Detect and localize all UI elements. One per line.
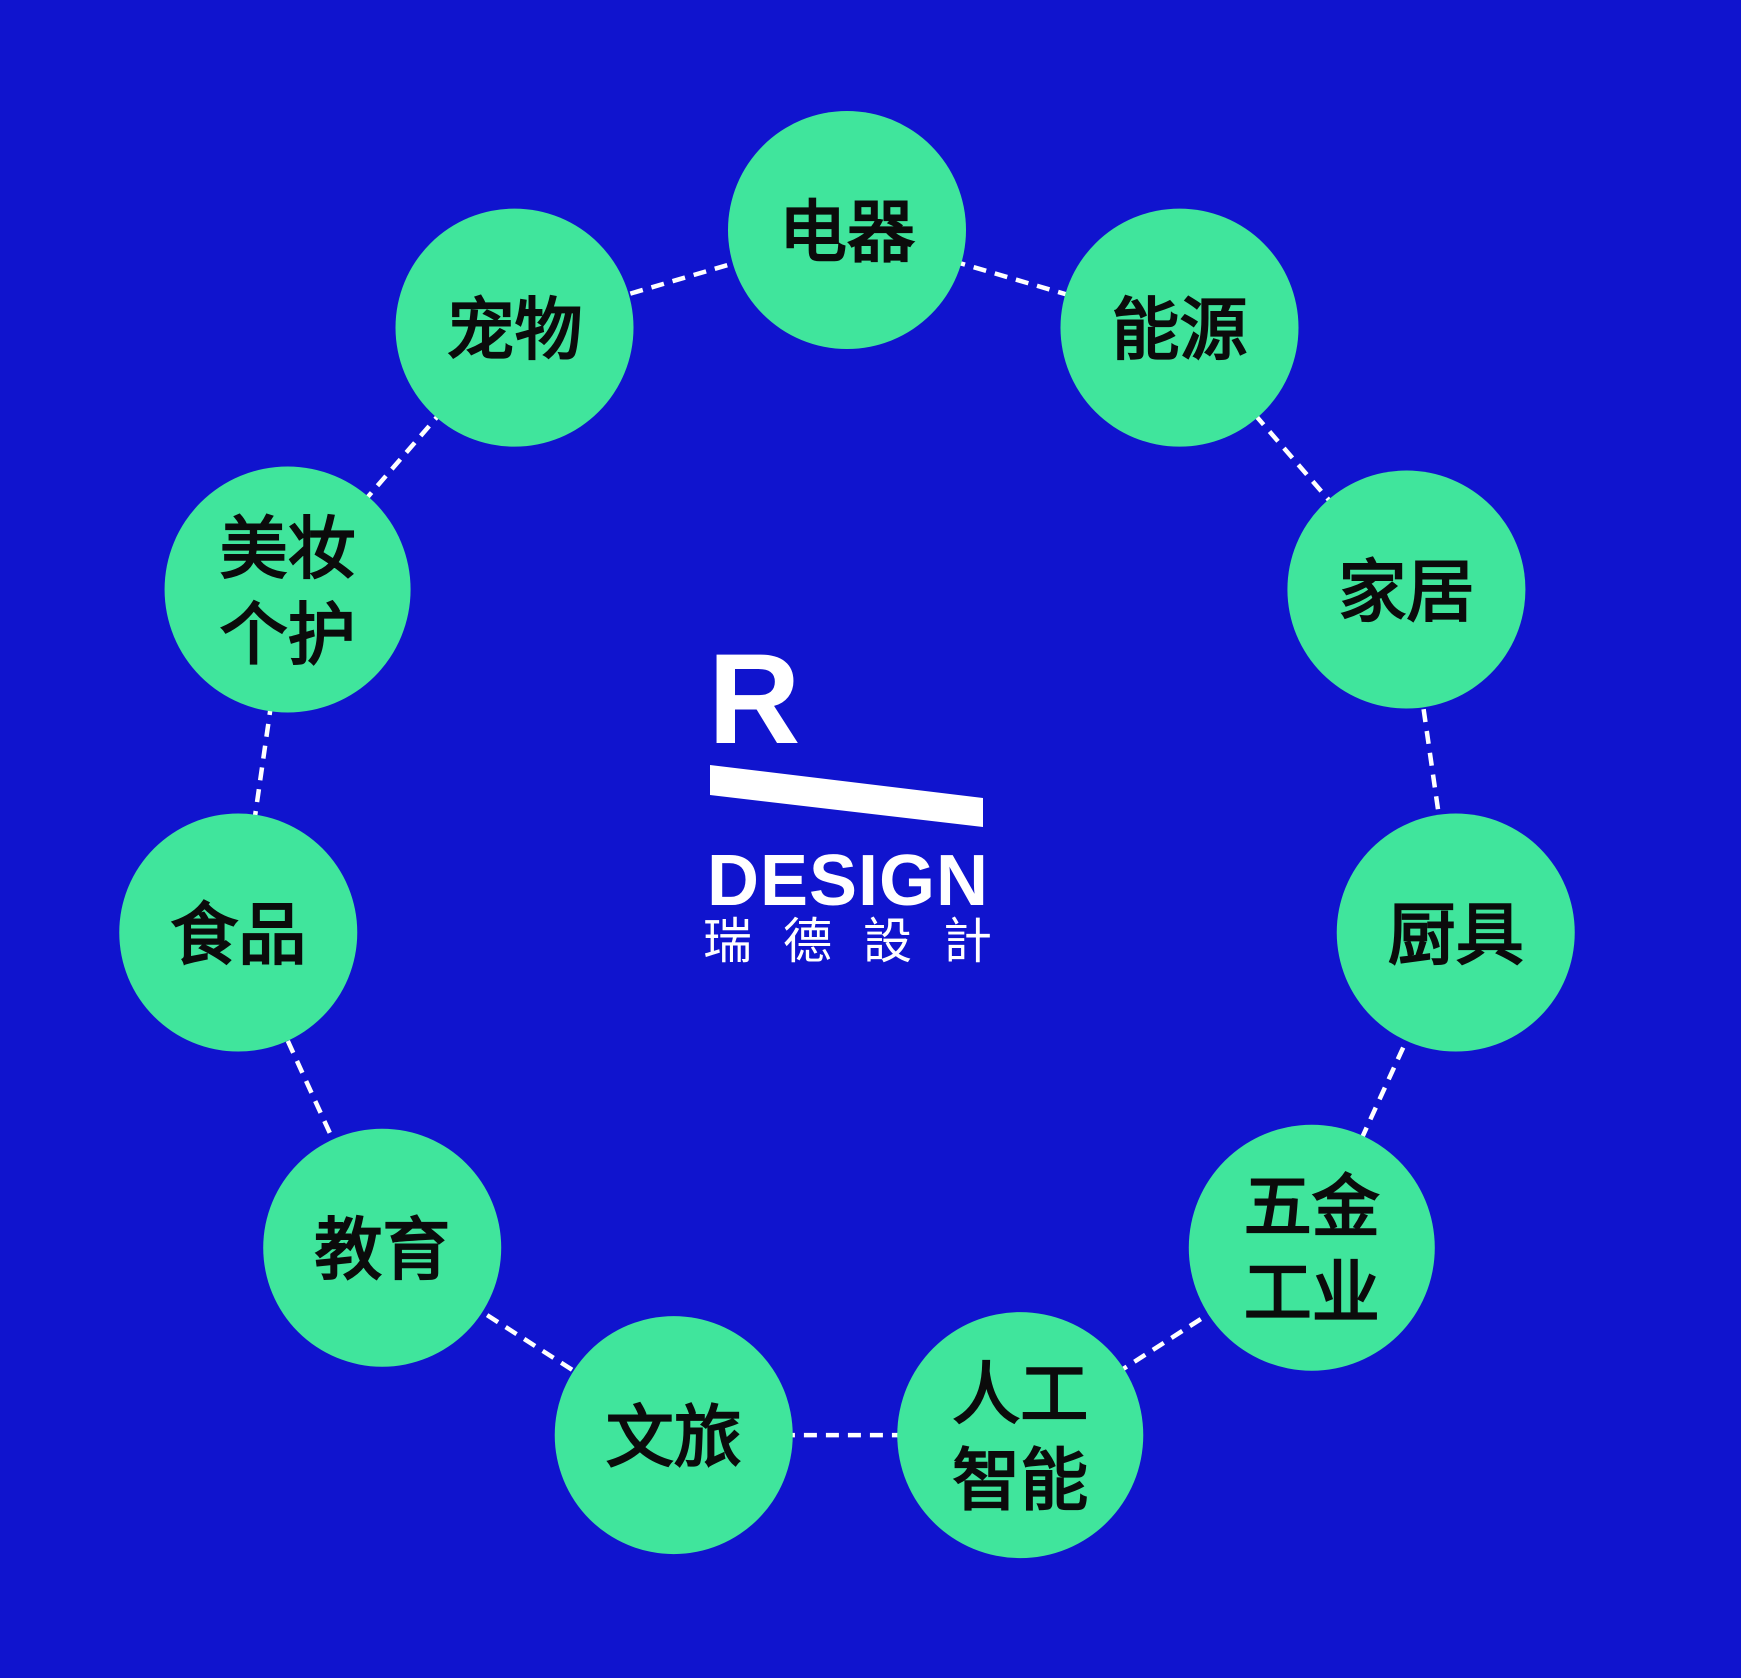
industry-node-circle [1060,208,1299,447]
industry-node-circle [554,1316,793,1555]
industry-node-label: 美妆个护 [220,512,356,674]
industry-node: 宠物 [395,208,634,447]
industry-node: 美妆个护 [164,466,411,713]
industry-node-circle [164,466,411,713]
industry-node-label: 家居 [1338,555,1474,631]
industry-node-label: 教育 [314,1213,450,1289]
industry-node-circle [728,111,966,349]
logo-wordmark: DESIGN [707,841,989,921]
logo-slash [710,765,983,827]
industry-node: 厨具 [1336,813,1575,1052]
industry-node-circle [1287,470,1526,709]
industry-node: 五金工业 [1188,1124,1435,1371]
logo-chinese-name: 瑞德設計 [703,915,1023,969]
industry-node: 人工智能 [897,1312,1144,1559]
industry-node: 文旅 [554,1316,793,1555]
industry-node-circle [119,813,358,1052]
industry-node-label: 人工智能 [952,1357,1088,1519]
industry-node: 家居 [1287,470,1526,709]
industry-node-circle [1188,1124,1435,1371]
industry-node: 食品 [119,813,358,1052]
industry-node-label: 电器 [779,195,916,271]
industry-node: 能源 [1060,208,1299,447]
industry-node-circle [897,1312,1144,1559]
industry-node-circle [263,1128,502,1367]
industry-node-label: 能源 [1111,293,1247,369]
industry-node-label: 厨具 [1388,898,1524,974]
industry-node-circle [1336,813,1575,1052]
industry-node-label: 宠物 [446,293,582,369]
industry-node-label: 文旅 [606,1400,742,1476]
industry-node-label: 食品 [170,898,306,974]
industry-node: 电器 [728,111,966,349]
industry-node-circle [395,208,634,447]
logo-letter: R [708,628,800,771]
industry-node-label: 五金工业 [1244,1170,1381,1332]
industry-node: 教育 [263,1128,502,1367]
logo: R DESIGN 瑞德設計 [703,628,1023,969]
